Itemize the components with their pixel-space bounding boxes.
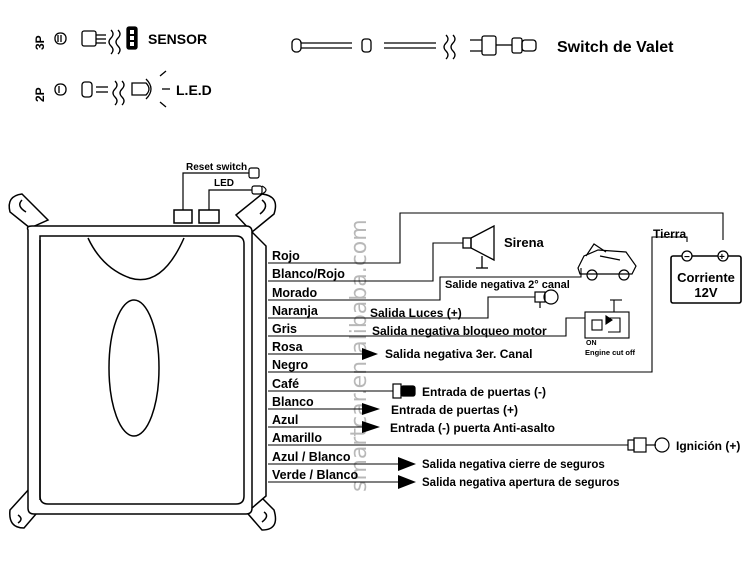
wire-label-gris: Gris bbox=[272, 322, 297, 336]
battery-icon bbox=[670, 250, 742, 304]
module-panel bbox=[39, 235, 245, 505]
cierre-label: Salida negativa cierre de seguros bbox=[422, 459, 605, 471]
entrada-puertas-neg-label: Entrada de puertas (-) bbox=[422, 385, 546, 399]
entrada-puertas-pos-label: Entrada de puertas (+) bbox=[391, 403, 518, 417]
wire-labels: Rojo Blanco/Rojo Morado Naranja Gris Ros… bbox=[272, 249, 359, 482]
wire-label-morado: Morado bbox=[272, 286, 318, 300]
wire-arrows bbox=[362, 348, 416, 489]
valet-switch-row: Switch de Valet bbox=[291, 34, 674, 60]
arrow-azul-icon bbox=[362, 421, 380, 433]
door-pin-switch-icon bbox=[392, 383, 416, 399]
sensor-label: SENSOR bbox=[148, 31, 207, 47]
module-case bbox=[26, 225, 267, 515]
wire-negro bbox=[268, 236, 688, 373]
led-label: L.E.D bbox=[176, 82, 212, 98]
wire-gris bbox=[268, 317, 585, 337]
reset-switch-icon bbox=[248, 167, 260, 179]
voltage-label: 12V bbox=[694, 285, 717, 300]
sirena-label: Sirena bbox=[504, 235, 545, 250]
mount-ear-bottom-left bbox=[9, 487, 50, 529]
wire-label-azul: Azul bbox=[272, 413, 298, 427]
salida-luces-label: Salida Luces (+) bbox=[370, 306, 462, 320]
arrow-verde-blanco-icon bbox=[398, 475, 416, 489]
led-plug-icon bbox=[54, 70, 170, 108]
wire-label-azul-blanco: Azul / Blanco bbox=[272, 450, 351, 464]
mount-ear-bottom-right bbox=[234, 487, 277, 531]
tierra-label: Tierra bbox=[653, 227, 686, 241]
arrow-rosa-icon bbox=[362, 348, 378, 360]
mount-ear-top-left bbox=[8, 193, 50, 229]
light-bulb-icon bbox=[534, 289, 559, 308]
antiasalto-label: Entrada (-) puerta Anti-asalto bbox=[390, 421, 555, 435]
wire-label-blanco: Blanco bbox=[272, 395, 314, 409]
arrow-azul-blanco-icon bbox=[398, 457, 416, 471]
wire-label-rosa: Rosa bbox=[272, 340, 304, 354]
module-led-label: LED bbox=[214, 178, 234, 189]
wire-label-negro: Negro bbox=[272, 358, 308, 372]
wire-blanco-rojo bbox=[268, 242, 463, 282]
module-oval bbox=[108, 299, 160, 437]
wire-label-amarillo: Amarillo bbox=[272, 431, 322, 445]
car-trunk-icon bbox=[577, 243, 637, 281]
salida-3er-canal-label: Salida negativa 3er. Canal bbox=[385, 347, 532, 361]
apertura-label: Salida negativa apertura de seguros bbox=[422, 477, 620, 489]
salida-2-canal-label: Salide negativa 2° canal bbox=[445, 279, 570, 291]
module-top-connectors bbox=[182, 167, 267, 210]
wire-label-verde-blanco: Verde / Blanco bbox=[272, 468, 359, 482]
led-pin-label: 2P bbox=[33, 87, 47, 102]
valet-label: Switch de Valet bbox=[557, 39, 674, 56]
bloqueo-motor-label: Salida negativa bloqueo motor bbox=[372, 324, 547, 338]
battery-plus-label: + bbox=[719, 252, 725, 263]
wire-label-cafe: Café bbox=[272, 377, 299, 391]
battery-minus-label: − bbox=[684, 252, 690, 263]
wire-label-naranja: Naranja bbox=[272, 304, 319, 318]
reset-switch-label: Reset switch bbox=[186, 162, 247, 173]
wire-label-rojo: Rojo bbox=[272, 249, 300, 263]
sensor-plug-icon bbox=[54, 26, 138, 55]
siren-icon bbox=[462, 224, 495, 269]
wire-rojo bbox=[268, 212, 724, 264]
corriente-label: Corriente bbox=[677, 270, 735, 285]
module-led-icon bbox=[261, 185, 267, 195]
wire-label-blanco-rojo: Blanco/Rojo bbox=[272, 267, 345, 281]
ignition-key-icon bbox=[627, 437, 670, 453]
relay-on-label: ON bbox=[586, 340, 597, 347]
alarm-module bbox=[8, 193, 277, 531]
sensor-connector-row: 3P SENSOR bbox=[33, 26, 207, 55]
wire-naranja bbox=[268, 296, 535, 319]
arrow-blanco-icon bbox=[362, 403, 380, 415]
sensor-pin-label: 3P bbox=[33, 35, 47, 50]
wires bbox=[268, 212, 724, 483]
ignicion-label: Ignición (+) bbox=[676, 439, 740, 453]
relay-icon bbox=[584, 299, 630, 339]
valet-switch-icon bbox=[291, 34, 537, 60]
led-connector-row: 2P L.E.D bbox=[33, 70, 212, 108]
engine-cut-off-label: Engine cut off bbox=[585, 348, 635, 357]
watermark: smartcar.en.alibaba.com bbox=[347, 219, 372, 492]
